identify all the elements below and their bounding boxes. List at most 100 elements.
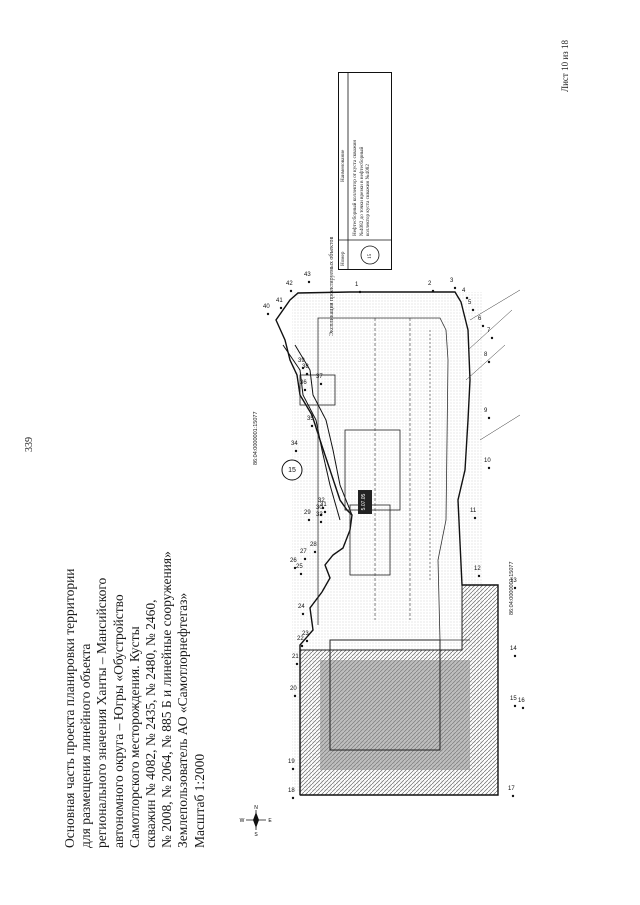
boundary-point-label: 16 bbox=[518, 698, 525, 704]
compass: N S W E bbox=[240, 805, 273, 838]
boundary-point-label: 43 bbox=[304, 272, 311, 278]
boundary-point-label: 25 bbox=[296, 564, 303, 570]
boundary-point-label: 6 bbox=[478, 316, 482, 322]
boundary-point-label: 9 bbox=[484, 408, 488, 414]
boundary-point-label: 10 bbox=[484, 458, 491, 464]
boundary-point-marker bbox=[473, 516, 477, 520]
boundary-point-marker bbox=[323, 510, 327, 514]
boundary-point-label: 21 bbox=[292, 654, 299, 660]
boundary-point-label: 27 bbox=[300, 549, 307, 555]
boundary-point-marker bbox=[431, 289, 435, 293]
boundary-point-label: 11 bbox=[470, 508, 477, 514]
boundary-point-marker bbox=[487, 466, 491, 470]
boundary-point-marker bbox=[310, 424, 314, 428]
boundary-point-marker bbox=[471, 308, 475, 312]
boundary-point-label: 36 bbox=[300, 380, 307, 386]
boundary-point-label: 22 bbox=[297, 636, 304, 642]
boundary-point-marker bbox=[481, 324, 485, 328]
boundary-point-marker bbox=[521, 706, 525, 710]
boundary-point-label: 7 bbox=[487, 328, 491, 334]
legend-grid bbox=[338, 72, 392, 270]
boundary-point-marker bbox=[295, 662, 299, 666]
boundary-point-marker bbox=[303, 557, 307, 561]
boundary-point-label: 35 bbox=[307, 416, 314, 422]
boundary-point-marker bbox=[294, 449, 298, 453]
boundary-point-marker bbox=[293, 694, 297, 698]
boundary-point-label: 24 bbox=[298, 604, 305, 610]
compass-e: E bbox=[268, 818, 272, 824]
boundary-point-marker bbox=[293, 566, 297, 570]
boundary-point-label: 39 bbox=[298, 358, 305, 364]
leader-line-3 bbox=[465, 344, 506, 381]
pipeline-corridor-b bbox=[294, 344, 353, 516]
boundary-point-label: 5 bbox=[468, 300, 472, 306]
boundary-point-marker bbox=[513, 654, 517, 658]
boundary-point-label: 32 bbox=[318, 498, 325, 504]
boundary-point-label: 28 bbox=[310, 542, 317, 548]
boundary-point-marker bbox=[313, 550, 317, 554]
boundary-point-label: 37 bbox=[316, 374, 323, 380]
boundary-point-label: 18 bbox=[288, 788, 295, 794]
boundary-point-label: 26 bbox=[290, 558, 297, 564]
pad-shade bbox=[320, 660, 470, 770]
boundary-point-label: 31 bbox=[320, 502, 327, 508]
central-block bbox=[344, 429, 401, 511]
boundary-point-marker bbox=[319, 520, 323, 524]
boundary-point-marker bbox=[319, 382, 323, 386]
boundary-point-marker bbox=[305, 639, 309, 643]
boundary-point-marker bbox=[291, 767, 295, 771]
boundary-point-label: 41 bbox=[276, 298, 283, 304]
boundary-point-marker bbox=[487, 360, 491, 364]
boundary-point-marker bbox=[300, 644, 304, 648]
boundary-point-label: 34 bbox=[291, 441, 298, 447]
boundary-point-marker bbox=[301, 612, 305, 616]
boundary-point-label: 15 bbox=[510, 696, 517, 702]
boundary-point-marker bbox=[307, 280, 311, 284]
boundary-point-marker bbox=[321, 506, 325, 510]
pad-rectangle bbox=[329, 639, 441, 751]
boundary-point-marker bbox=[299, 572, 303, 576]
boundary-point-marker bbox=[301, 366, 305, 370]
boundary-point-label: 2 bbox=[428, 281, 432, 287]
boundary-point-marker bbox=[305, 372, 309, 376]
boundary-point-label: 42 bbox=[286, 281, 293, 287]
boundary-point-label: 8 bbox=[484, 352, 488, 358]
compass-s: S bbox=[254, 832, 258, 838]
boundary-point-marker bbox=[291, 796, 295, 800]
boundary-line bbox=[275, 291, 499, 796]
boundary-point-marker bbox=[477, 574, 481, 578]
boundary-point-marker bbox=[303, 388, 307, 392]
boundary-point-label: 12 bbox=[474, 566, 481, 572]
inner-outline bbox=[317, 317, 470, 641]
pipeline-corridor-a bbox=[282, 344, 341, 521]
boundary-point-label: 29 bbox=[304, 510, 311, 516]
boundary-point-label: 20 bbox=[290, 686, 297, 692]
boundary-point-marker bbox=[307, 518, 311, 522]
boundary-point-marker bbox=[490, 336, 494, 340]
boundary-point-marker bbox=[511, 794, 515, 798]
boundary-point-marker bbox=[465, 296, 469, 300]
area-label: 5.07.05 bbox=[361, 493, 367, 510]
boundary-point-marker bbox=[487, 416, 491, 420]
boundary-point-label: 1 bbox=[355, 282, 359, 288]
boundary-point-label: 38 bbox=[302, 364, 309, 370]
boundary-point-marker bbox=[513, 704, 517, 708]
leader-line-2 bbox=[467, 309, 513, 351]
compass-n: N bbox=[254, 805, 258, 811]
boundary-point-marker bbox=[319, 513, 323, 517]
boundary-point-marker bbox=[266, 312, 270, 316]
boundary-point-label: 30 bbox=[316, 505, 323, 511]
area-label-box bbox=[358, 490, 372, 514]
legend-number-circle bbox=[360, 245, 380, 265]
compass-w: W bbox=[240, 818, 245, 824]
leader-line-1 bbox=[469, 289, 521, 321]
cadastral-label-2: 86:04:0000001:15077 bbox=[509, 561, 515, 615]
boundary-point-label: 23 bbox=[302, 631, 309, 637]
boundary-point-label: 14 bbox=[510, 646, 517, 652]
boundary-point-label: 19 bbox=[288, 759, 295, 765]
object-label-circle bbox=[281, 459, 303, 481]
legend-table: Номер Наименование 15 Нефтесборный колле… bbox=[338, 72, 392, 270]
